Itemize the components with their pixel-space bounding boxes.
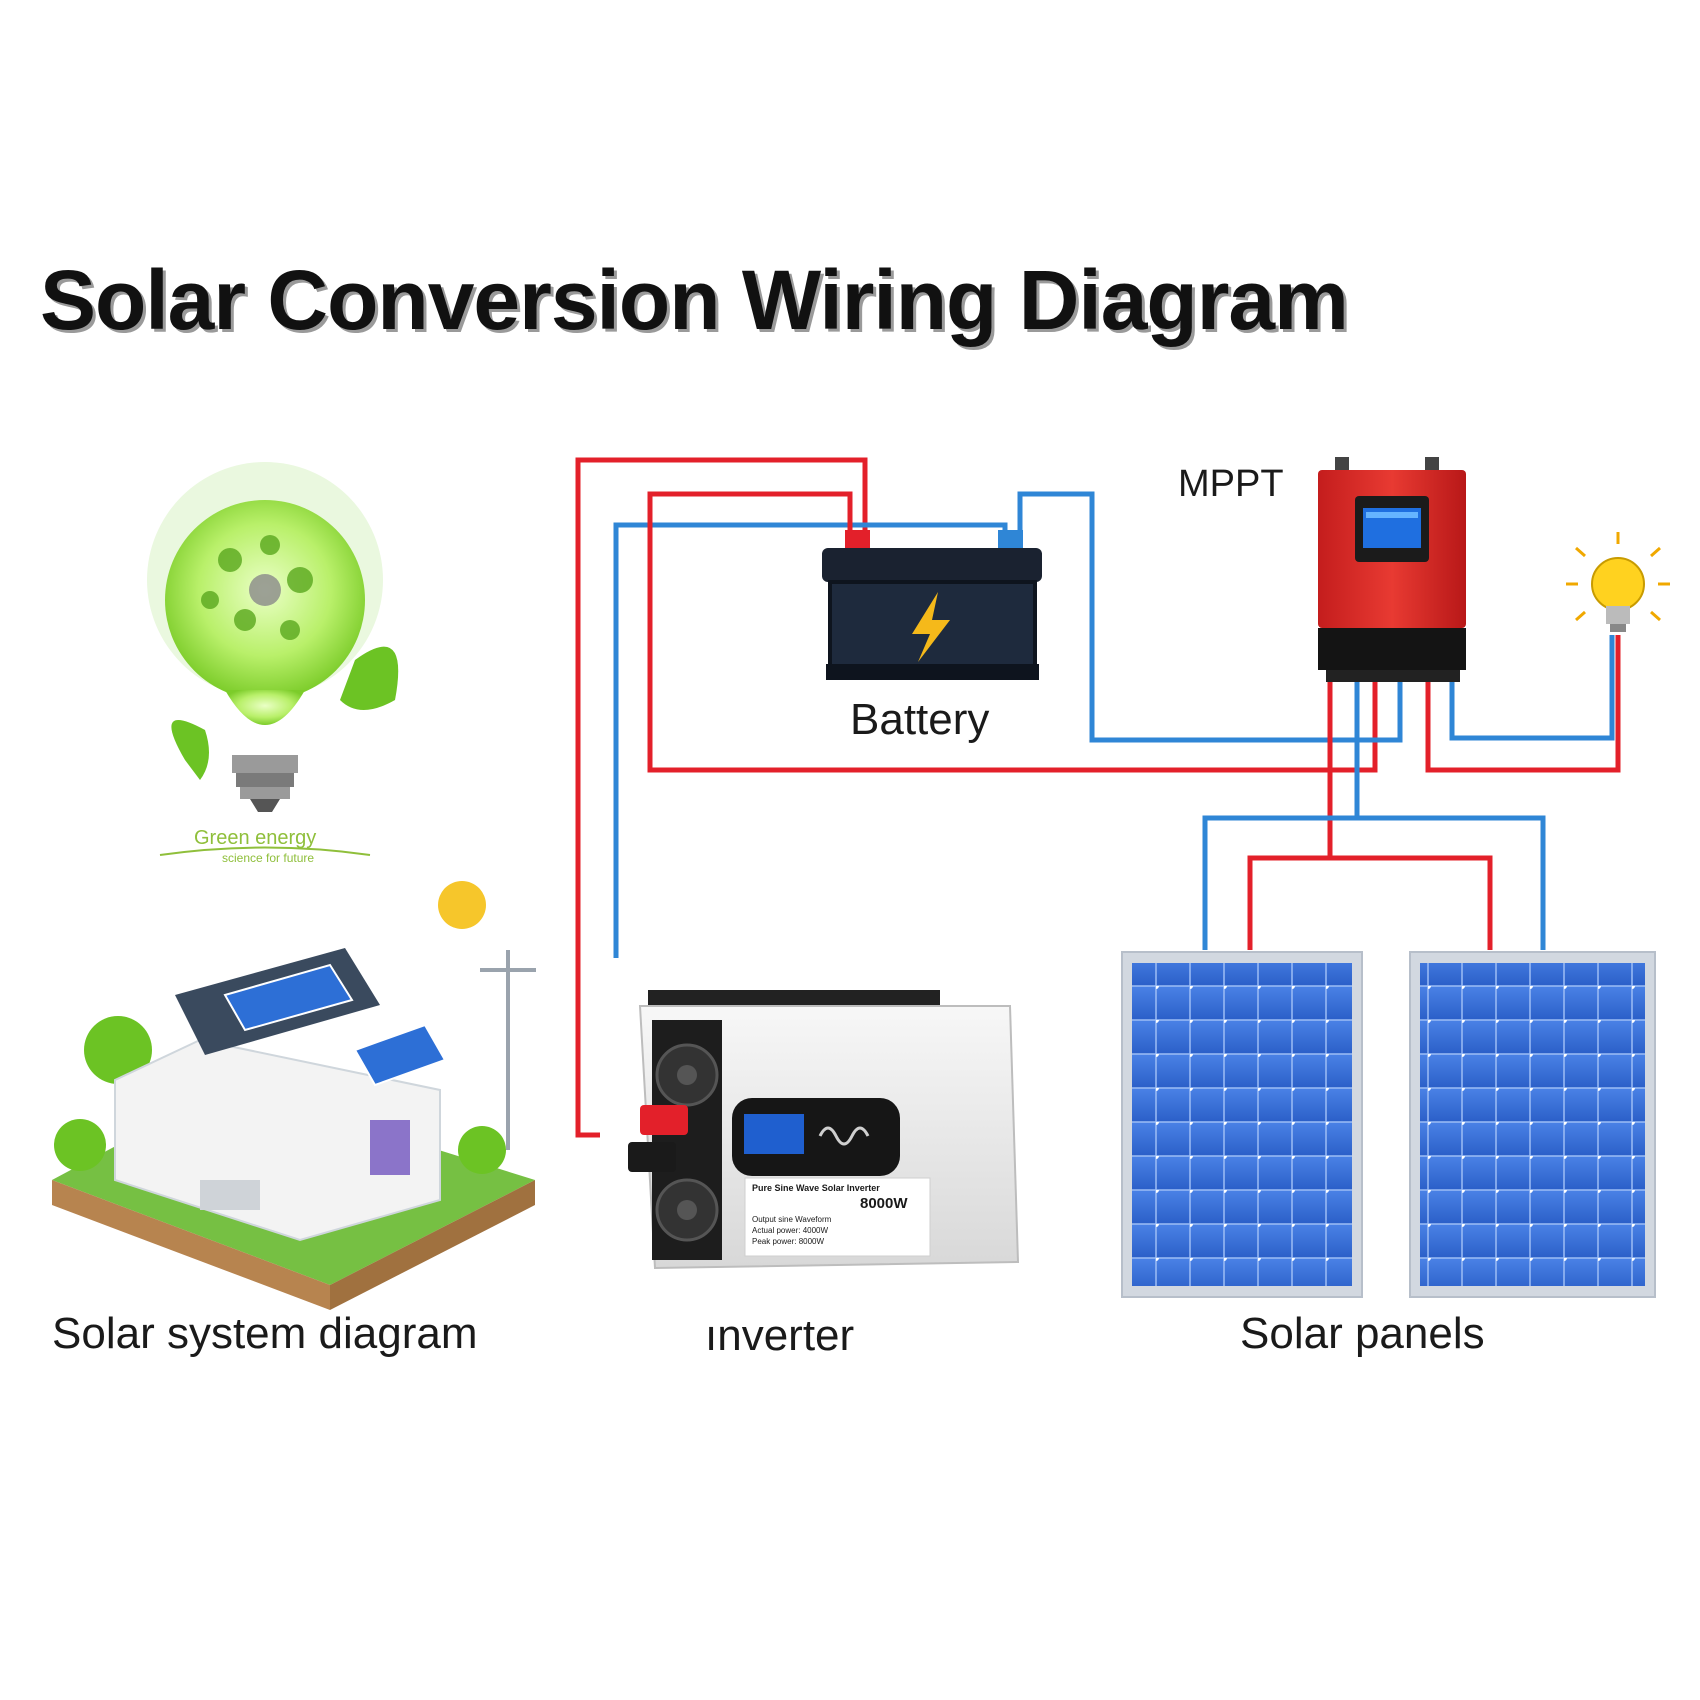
- mppt-controller: [1318, 457, 1466, 682]
- leaf-icon: [171, 720, 209, 780]
- solar-system-label: Solar system diagram: [52, 1309, 478, 1358]
- tree-icon: [84, 1016, 152, 1084]
- mppt-label: MPPT: [1178, 463, 1284, 505]
- inverter-spec-1: Output sine Waveform: [752, 1215, 832, 1224]
- wire-load-negative: [1449, 635, 1615, 741]
- lightbulb-icon: [1566, 532, 1670, 632]
- inverter-label: ınverter: [705, 1311, 855, 1360]
- solar-panels-label: Solar panels: [1240, 1309, 1485, 1358]
- lightning-icon: [912, 592, 950, 662]
- solar-panel-left: [1121, 951, 1363, 1298]
- sun-icon: [438, 881, 486, 929]
- inverter-spec-2: Actual power: 4000W: [752, 1226, 829, 1235]
- roof-solar-panel: [223, 963, 447, 1087]
- green-energy-label: Green energy: [194, 827, 317, 849]
- inverter-model-text: Pure Sine Wave Solar Inverter: [752, 1183, 880, 1193]
- page-title: Solar Conversion Wiring Diagram: [40, 253, 1349, 347]
- wire-load-positive: [1425, 635, 1621, 773]
- inverter-spec-3: Peak power: 8000W: [752, 1237, 825, 1246]
- solar-panel-right: [1409, 951, 1656, 1298]
- wire-pv-negative-bus: [1202, 815, 1546, 950]
- inverter-device: [628, 990, 1020, 1270]
- inverter-power-text: 8000W: [860, 1195, 908, 1212]
- battery-label: Battery: [850, 695, 990, 744]
- solar-house-illustration: [52, 881, 536, 1310]
- leaf-icon: [340, 646, 399, 710]
- wire-battery-positive-mppt: [647, 491, 1378, 773]
- wires: [575, 457, 1621, 1138]
- battery: [822, 530, 1042, 680]
- wire-pv-positive-bus: [1247, 855, 1493, 950]
- green-energy-bulb: [147, 462, 399, 856]
- wire-battery-negative-mppt: [1017, 491, 1403, 743]
- green-energy-sublabel: science for future: [222, 851, 315, 865]
- negative-terminal: [628, 1142, 676, 1172]
- positive-terminal: [640, 1105, 688, 1135]
- wire-inverter-positive: [575, 457, 868, 1138]
